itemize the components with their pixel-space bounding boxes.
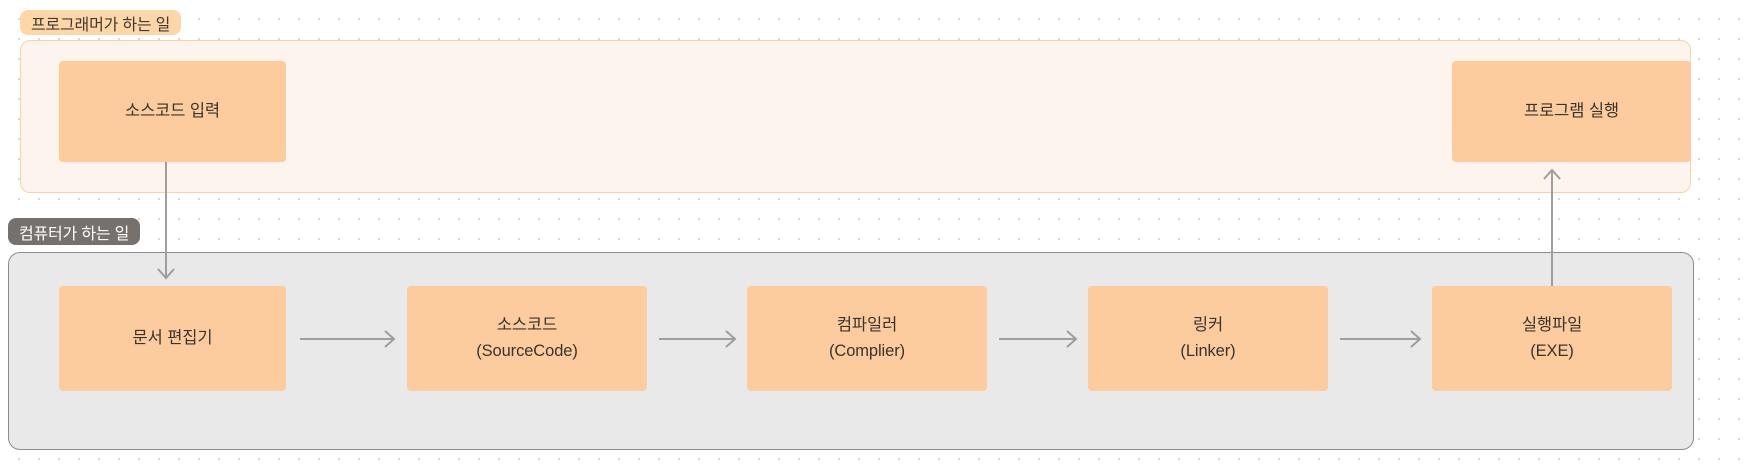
node-text-editor[interactable]: 문서 편집기 — [59, 286, 286, 391]
node-compiler[interactable]: 컴파일러 (Complier) — [747, 286, 987, 391]
group-programmer-tasks[interactable] — [20, 40, 1691, 193]
node-executable-file[interactable]: 실행파일 (EXE) — [1432, 286, 1672, 391]
node-linker[interactable]: 링커 (Linker) — [1088, 286, 1328, 391]
node-text-editor-label: 문서 편집기 — [132, 328, 213, 347]
node-source-code-label: 소스코드 — [496, 315, 558, 334]
group-label-computer-tasks[interactable]: 컴퓨터가 하는 일 — [8, 218, 141, 245]
node-linker-sublabel: (Linker) — [1180, 341, 1236, 360]
node-source-code-input[interactable]: 소스코드 입력 — [59, 61, 286, 162]
node-source-code-sublabel: (SourceCode) — [476, 341, 578, 360]
node-executable-file-sublabel: (EXE) — [1530, 341, 1574, 360]
node-source-code-input-label: 소스코드 입력 — [125, 101, 220, 120]
node-source-code[interactable]: 소스코드 (SourceCode) — [407, 286, 647, 391]
node-executable-file-label: 실행파일 — [1521, 315, 1583, 334]
node-run-program-label: 프로그램 실행 — [1524, 101, 1619, 120]
group-label-programmer-tasks[interactable]: 프로그래머가 하는 일 — [20, 10, 182, 35]
node-linker-label: 링커 — [1192, 315, 1224, 334]
node-compiler-label: 컴파일러 — [836, 315, 898, 334]
node-compiler-sublabel: (Complier) — [828, 341, 905, 360]
node-run-program[interactable]: 프로그램 실행 — [1452, 61, 1691, 162]
